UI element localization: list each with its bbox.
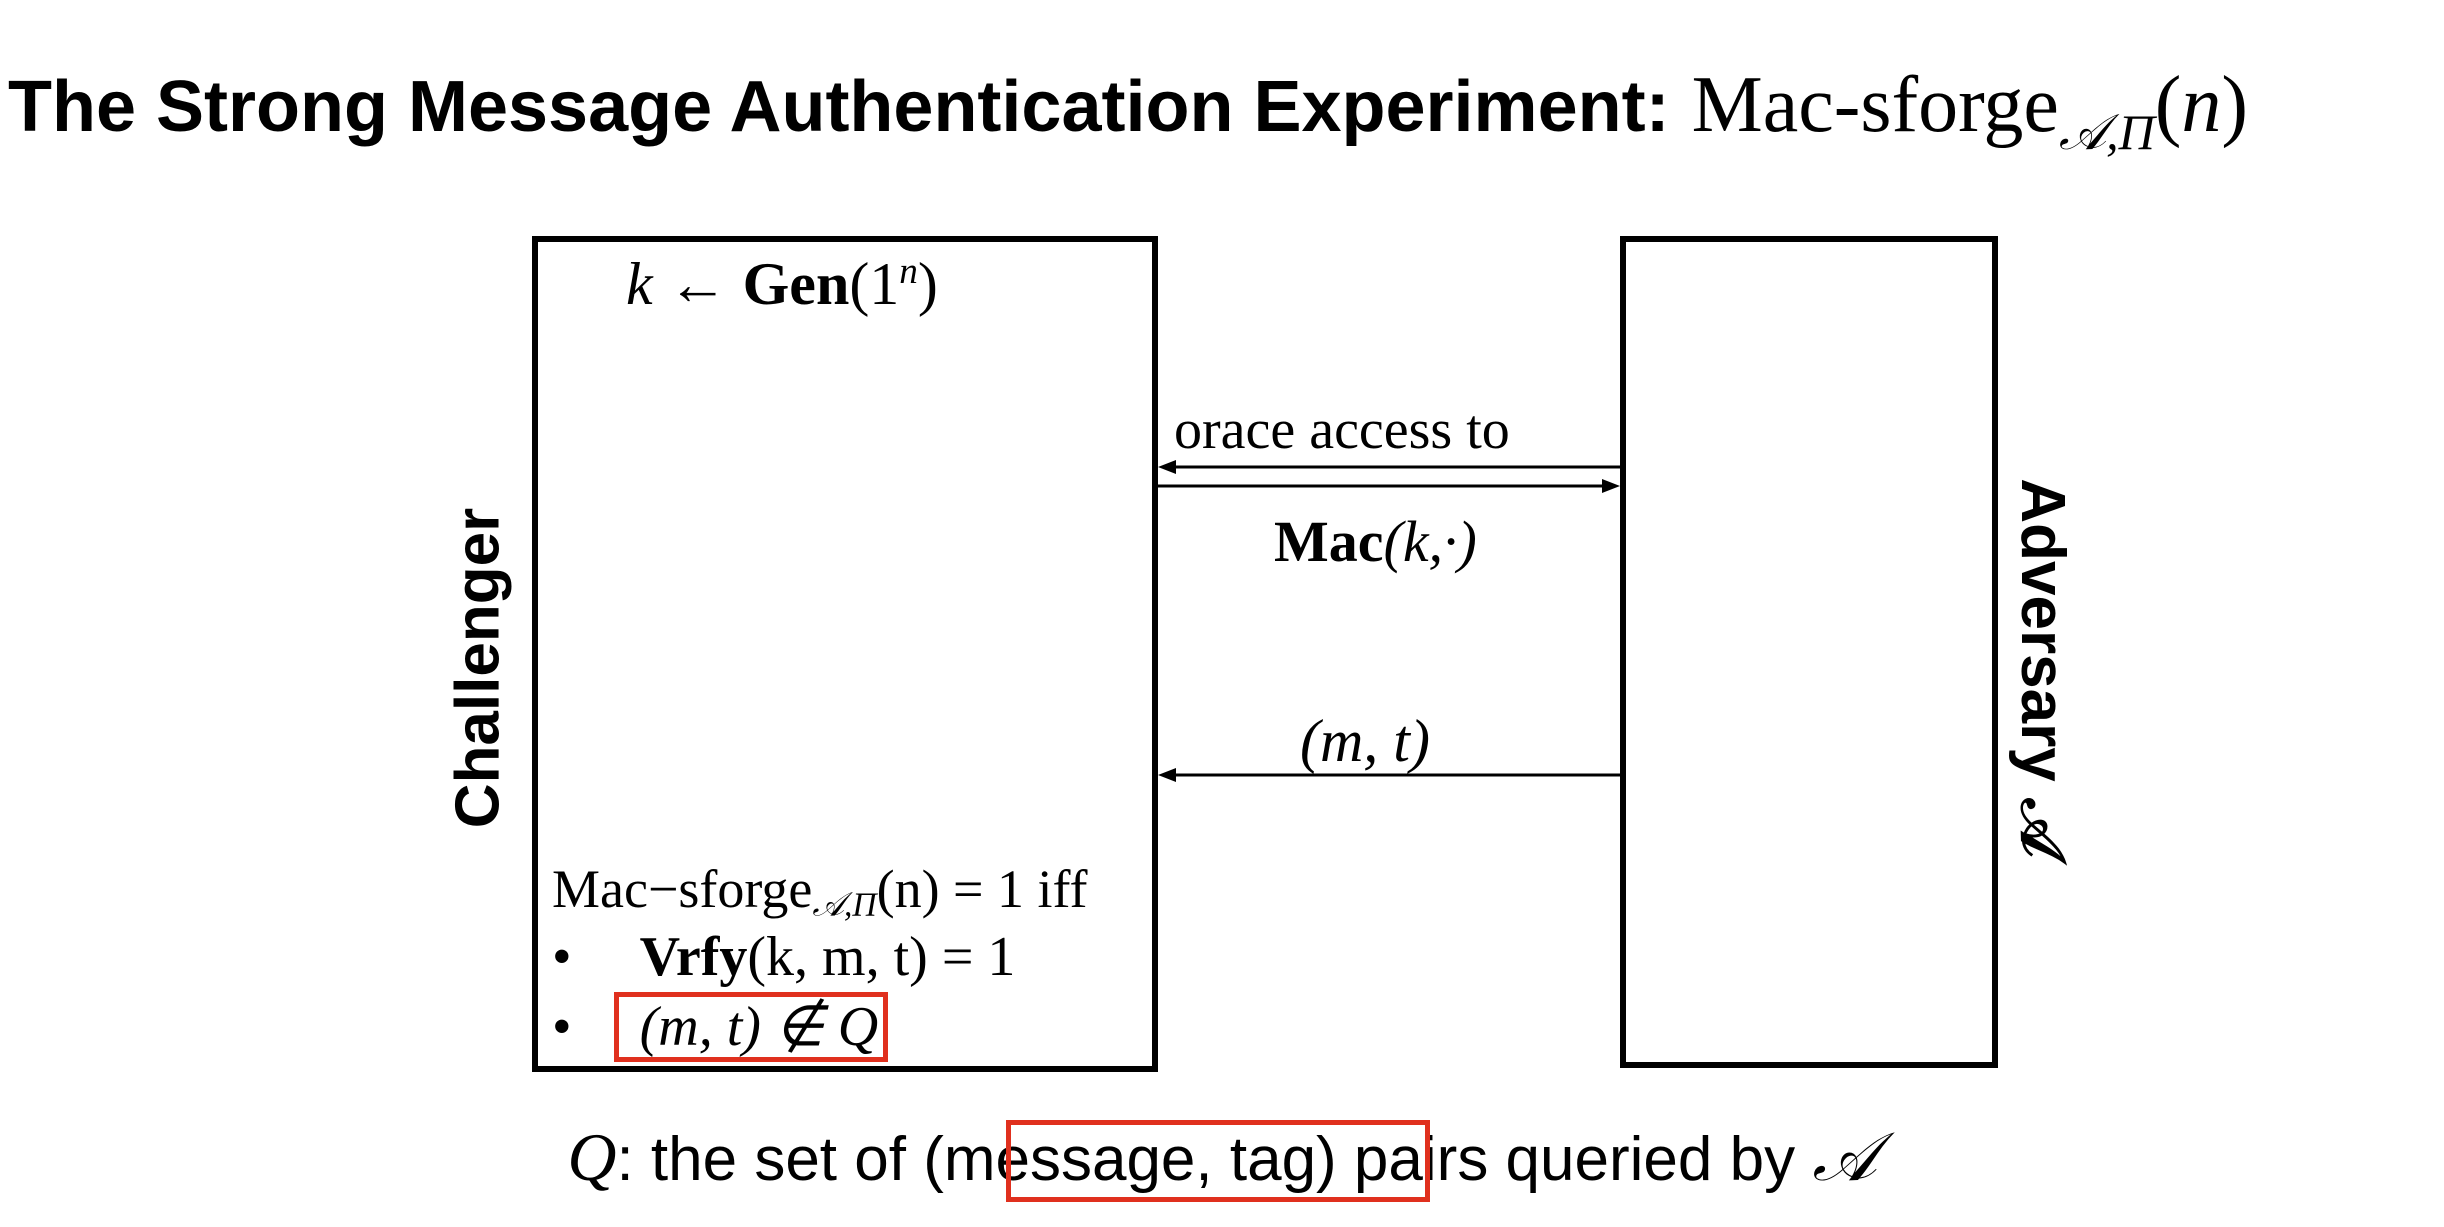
title-math: Mac-sforge𝒜,Π(n)	[1691, 61, 2249, 160]
bullet: •	[552, 926, 572, 988]
forgery-label: (m, t)	[1300, 708, 1430, 774]
title-text: The Strong Message Authentication Experi…	[8, 67, 1670, 147]
challenger-label: Challenger	[443, 507, 513, 829]
key-generation: k ← Gen(1n)	[626, 251, 938, 317]
adversary-label: Adversary 𝒜	[2008, 478, 2077, 858]
bullet: •	[552, 996, 572, 1058]
message-tag-highlight	[1006, 1120, 1430, 1202]
fresh-pair-highlight	[614, 992, 888, 1062]
oracle-label: orace access to	[1174, 399, 1510, 461]
condition-fresh: •(m, t) ∉ Q	[552, 996, 879, 1058]
slide-title: The Strong Message Authentication Experi…	[8, 60, 2248, 170]
forgery-arrow	[1158, 768, 1620, 782]
oracle-request-arrow	[1158, 460, 1620, 474]
success-condition: Mac−sforge𝒜,Π(n) = 1 iff	[552, 859, 1088, 924]
oracle-function-label: Mac(k,·)	[1274, 509, 1477, 574]
challenger-box	[532, 236, 1158, 1072]
condition-verify: •Vrfy(k, m, t) = 1	[552, 926, 1016, 988]
oracle-response-arrow	[1158, 479, 1620, 493]
footnote-highlight: (message, tag)	[923, 1125, 1337, 1194]
adversary-box	[1620, 236, 1998, 1068]
